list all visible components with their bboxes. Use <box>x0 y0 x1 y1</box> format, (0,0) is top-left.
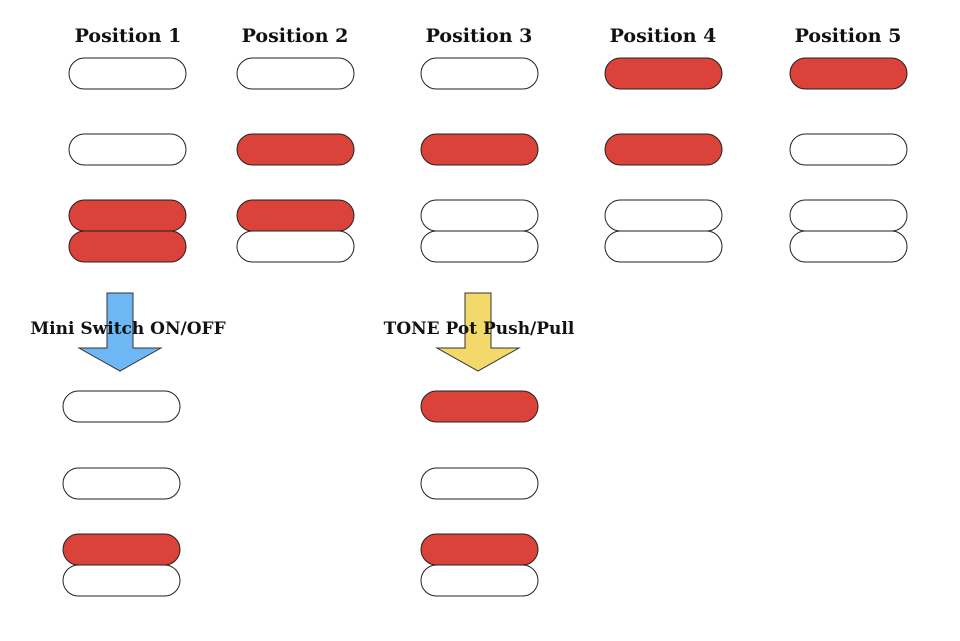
position-5-pickups <box>789 57 908 263</box>
tone-pot-arrow <box>435 292 521 372</box>
neck-pickup <box>420 57 539 90</box>
bridge-humbucker-bottom-coil <box>62 564 181 597</box>
mini-switch-result-pickups <box>62 390 181 597</box>
middle-pickup <box>68 133 187 166</box>
position-5-title: Position 5 <box>795 25 902 47</box>
neck-pickup <box>236 57 355 90</box>
bridge-humbucker-bottom-coil <box>68 230 187 263</box>
middle-pickup <box>420 133 539 166</box>
position-4-pickups <box>604 57 723 263</box>
middle-pickup <box>236 133 355 166</box>
position-3-pickups <box>420 57 539 263</box>
neck-pickup <box>789 57 908 90</box>
bridge-humbucker-top-coil <box>789 199 908 232</box>
middle-pickup <box>789 133 908 166</box>
neck-pickup <box>62 390 181 423</box>
bridge-humbucker-bottom-coil <box>236 230 355 263</box>
bridge-humbucker-top-coil <box>420 199 539 232</box>
middle-pickup <box>62 467 181 500</box>
middle-pickup <box>420 467 539 500</box>
bridge-humbucker-bottom-coil <box>789 230 908 263</box>
bridge-humbucker-bottom-coil <box>420 230 539 263</box>
bridge-humbucker-top-coil <box>604 199 723 232</box>
position-2-pickups <box>236 57 355 263</box>
neck-pickup <box>420 390 539 423</box>
position-1-pickups <box>68 57 187 263</box>
position-4-title: Position 4 <box>610 25 717 47</box>
mini-switch-arrow <box>77 292 163 372</box>
middle-pickup <box>604 133 723 166</box>
bridge-humbucker-bottom-coil <box>604 230 723 263</box>
bridge-humbucker-top-coil <box>236 199 355 232</box>
bridge-humbucker-top-coil <box>420 533 539 566</box>
tone-pot-label: TONE Pot Push/Pull <box>384 319 575 339</box>
neck-pickup <box>604 57 723 90</box>
bridge-humbucker-bottom-coil <box>420 564 539 597</box>
position-3-title: Position 3 <box>426 25 533 47</box>
bridge-humbucker-top-coil <box>68 199 187 232</box>
position-1-title: Position 1 <box>75 25 182 47</box>
tone-pot-result-pickups <box>420 390 539 597</box>
position-2-title: Position 2 <box>242 25 349 47</box>
bridge-humbucker-top-coil <box>62 533 181 566</box>
mini-switch-label: Mini Switch ON/OFF <box>30 319 225 339</box>
neck-pickup <box>68 57 187 90</box>
